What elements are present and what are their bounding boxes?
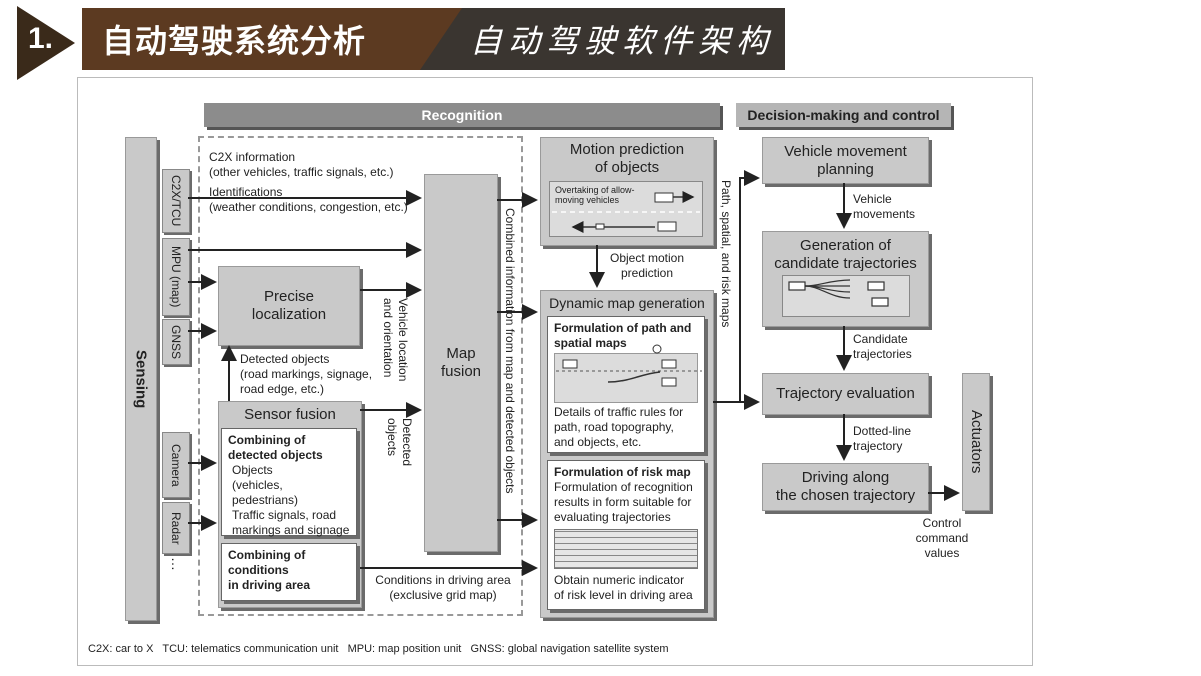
band-recognition: Recognition bbox=[204, 103, 720, 127]
detected-objects-note: Detected objects (road markings, signage… bbox=[240, 352, 373, 396]
actuators-box: Actuators bbox=[962, 373, 990, 511]
header-slant bbox=[420, 8, 785, 70]
motion-prediction-image: Overtaking of allow- moving vehicles bbox=[549, 181, 703, 237]
path-mini-drawing bbox=[556, 344, 702, 387]
input-more: … bbox=[169, 557, 185, 571]
risk-map-box: Formulation of risk map Formulation of r… bbox=[547, 460, 705, 610]
page-title: 自动驾驶系统分析 bbox=[102, 23, 367, 59]
trajectory-evaluation-box: Trajectory evaluation bbox=[762, 373, 929, 415]
candidate-mini-drawing bbox=[788, 279, 889, 307]
recognition-dashed-area bbox=[198, 136, 523, 616]
input-camera: Camera bbox=[162, 432, 190, 498]
object-motion-label: Object motion prediction bbox=[610, 251, 685, 280]
input-radar: Radar bbox=[162, 502, 190, 554]
footnote: C2X: car to X TCU: telematics communicat… bbox=[88, 643, 669, 655]
detected-objects-label: Detected objects bbox=[385, 418, 414, 467]
conditions-label: Conditions in driving area (exclusive gr… bbox=[375, 573, 511, 602]
vehicle-location-label: Vehicle location and orientation bbox=[381, 298, 410, 382]
section-number: 1. bbox=[28, 22, 54, 55]
map-fusion-box: Map fusion bbox=[424, 174, 498, 552]
combining-detected-objects-box: Combining of detected objects Objects (v… bbox=[221, 428, 357, 537]
header-arrow bbox=[17, 6, 75, 80]
sensing-label: Sensing bbox=[132, 349, 150, 409]
path-spatial-maps-box: Formulation of path and spatial maps Det… bbox=[547, 316, 705, 453]
input-gnss: GNSS bbox=[162, 319, 190, 365]
combined-info-label: Combined information from map and detect… bbox=[503, 208, 517, 494]
input-c2x-tcu: C2X/TCU bbox=[162, 169, 190, 233]
c2x-info-text: C2X information (other vehicles, traffic… bbox=[209, 150, 408, 214]
precise-localization-box: Precise localization bbox=[218, 266, 360, 346]
risk-map-image bbox=[554, 529, 698, 569]
path-maps-label: Path, spatial, and risk maps bbox=[719, 180, 733, 328]
motion-mini-drawing bbox=[552, 191, 700, 233]
arrow-maps-to-planning bbox=[713, 170, 760, 403]
input-mpu-map: MPU (map) bbox=[162, 238, 190, 316]
page-subtitle: 自动驾驶软件架构 bbox=[470, 22, 775, 60]
sensing-column: Sensing bbox=[125, 137, 157, 621]
band-decision: Decision-making and control bbox=[736, 103, 951, 127]
combining-conditions-box: Combining of conditions in driving area bbox=[221, 543, 357, 601]
